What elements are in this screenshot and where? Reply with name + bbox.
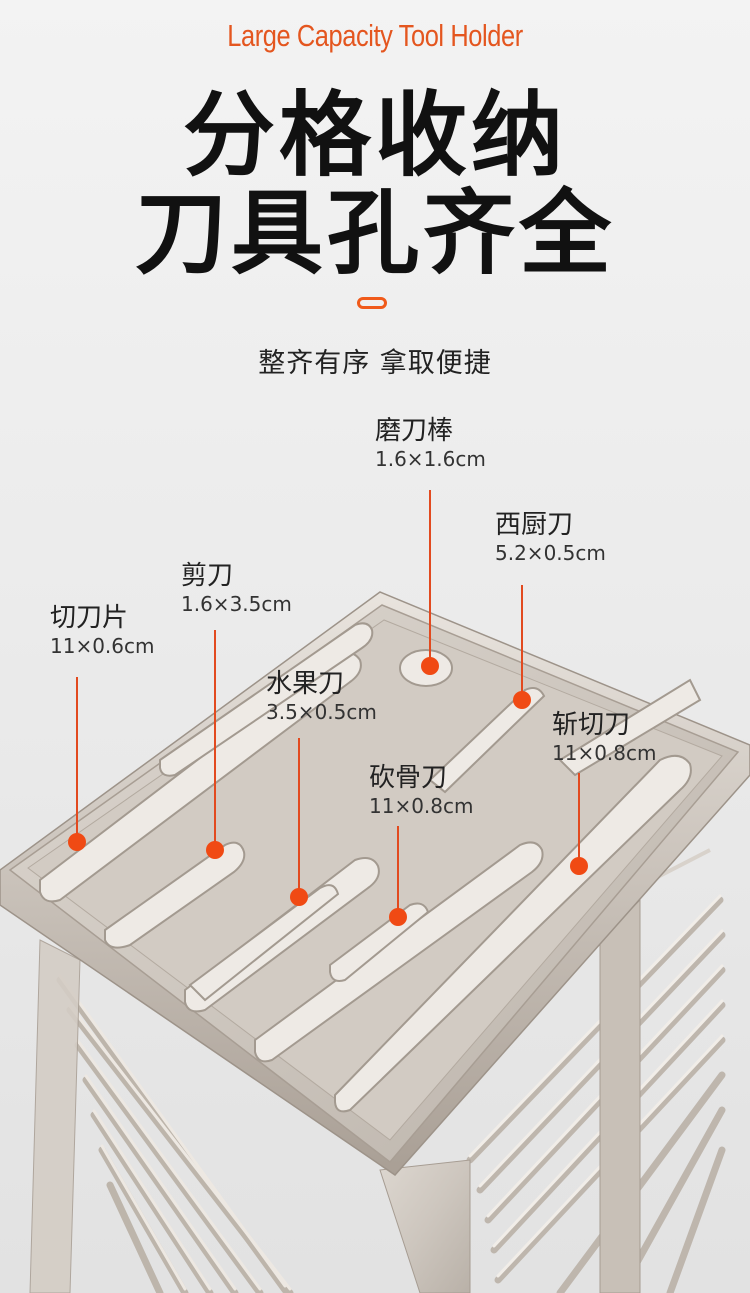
- slot-label-slicer: 切刀片 11×0.6cm: [50, 603, 155, 659]
- english-title: Large Capacity Tool Holder: [227, 18, 523, 53]
- marker-dot-slicer: [68, 833, 86, 851]
- slot-label-chef-knife: 西厨刀 5.2×0.5cm: [495, 510, 606, 566]
- slot-name: 水果刀: [266, 669, 345, 699]
- marker-dot-cleaver: [570, 857, 588, 875]
- slot-label-scissors: 剪刀 1.6×3.5cm: [181, 561, 292, 617]
- headline-line-2: 刀具孔齐全: [134, 180, 615, 287]
- slot-size: 3.5×0.5cm: [266, 700, 377, 724]
- leader-line-sharpener: [429, 490, 431, 665]
- slot-name: 斩切刀: [552, 710, 631, 740]
- marker-dot-sharpener: [421, 657, 439, 675]
- leader-line-slicer: [76, 677, 78, 840]
- slot-size: 1.6×3.5cm: [181, 592, 292, 616]
- slot-size: 1.6×1.6cm: [375, 447, 486, 471]
- divider-pill-icon: [357, 297, 387, 309]
- leader-line-chef-knife: [521, 585, 523, 698]
- leader-line-bone-chopper: [397, 826, 399, 915]
- slot-label-cleaver: 斩切刀 11×0.8cm: [552, 710, 657, 766]
- leader-line-cleaver: [578, 773, 580, 863]
- slot-name: 磨刀棒: [375, 416, 454, 446]
- slot-label-sharpener: 磨刀棒 1.6×1.6cm: [375, 416, 486, 472]
- marker-dot-chef-knife: [513, 691, 531, 709]
- slot-name: 剪刀: [181, 561, 234, 591]
- slot-name: 切刀片: [50, 603, 129, 633]
- subtitle: 整齐有序 拿取便捷: [258, 348, 492, 379]
- slot-size: 11×0.8cm: [552, 741, 657, 765]
- slot-size: 11×0.6cm: [50, 634, 155, 658]
- slot-size: 5.2×0.5cm: [495, 541, 606, 565]
- slot-name: 西厨刀: [495, 510, 574, 540]
- leader-line-scissors: [214, 630, 216, 848]
- slot-label-fruit-knife: 水果刀 3.5×0.5cm: [266, 669, 377, 725]
- marker-dot-scissors: [206, 841, 224, 859]
- marker-dot-fruit-knife: [290, 888, 308, 906]
- leader-line-fruit-knife: [298, 738, 300, 894]
- marker-dot-bone-chopper: [389, 908, 407, 926]
- headline-line-1: 分格收纳: [182, 82, 567, 189]
- slot-name: 砍骨刀: [369, 763, 448, 793]
- slot-size: 11×0.8cm: [369, 794, 474, 818]
- slot-label-bone-chopper: 砍骨刀 11×0.8cm: [369, 763, 474, 819]
